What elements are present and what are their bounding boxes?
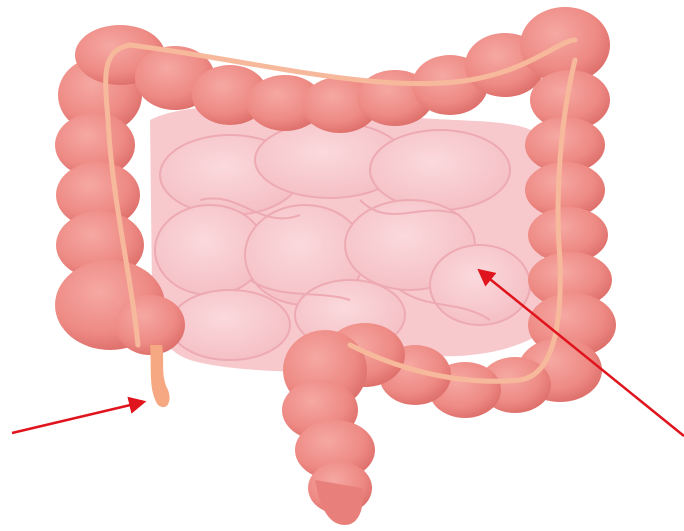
descending-colon [518,70,616,402]
rectum [282,330,375,525]
transverse-colon [75,7,610,133]
appendix [150,345,170,407]
appendix-arrow [12,402,143,433]
